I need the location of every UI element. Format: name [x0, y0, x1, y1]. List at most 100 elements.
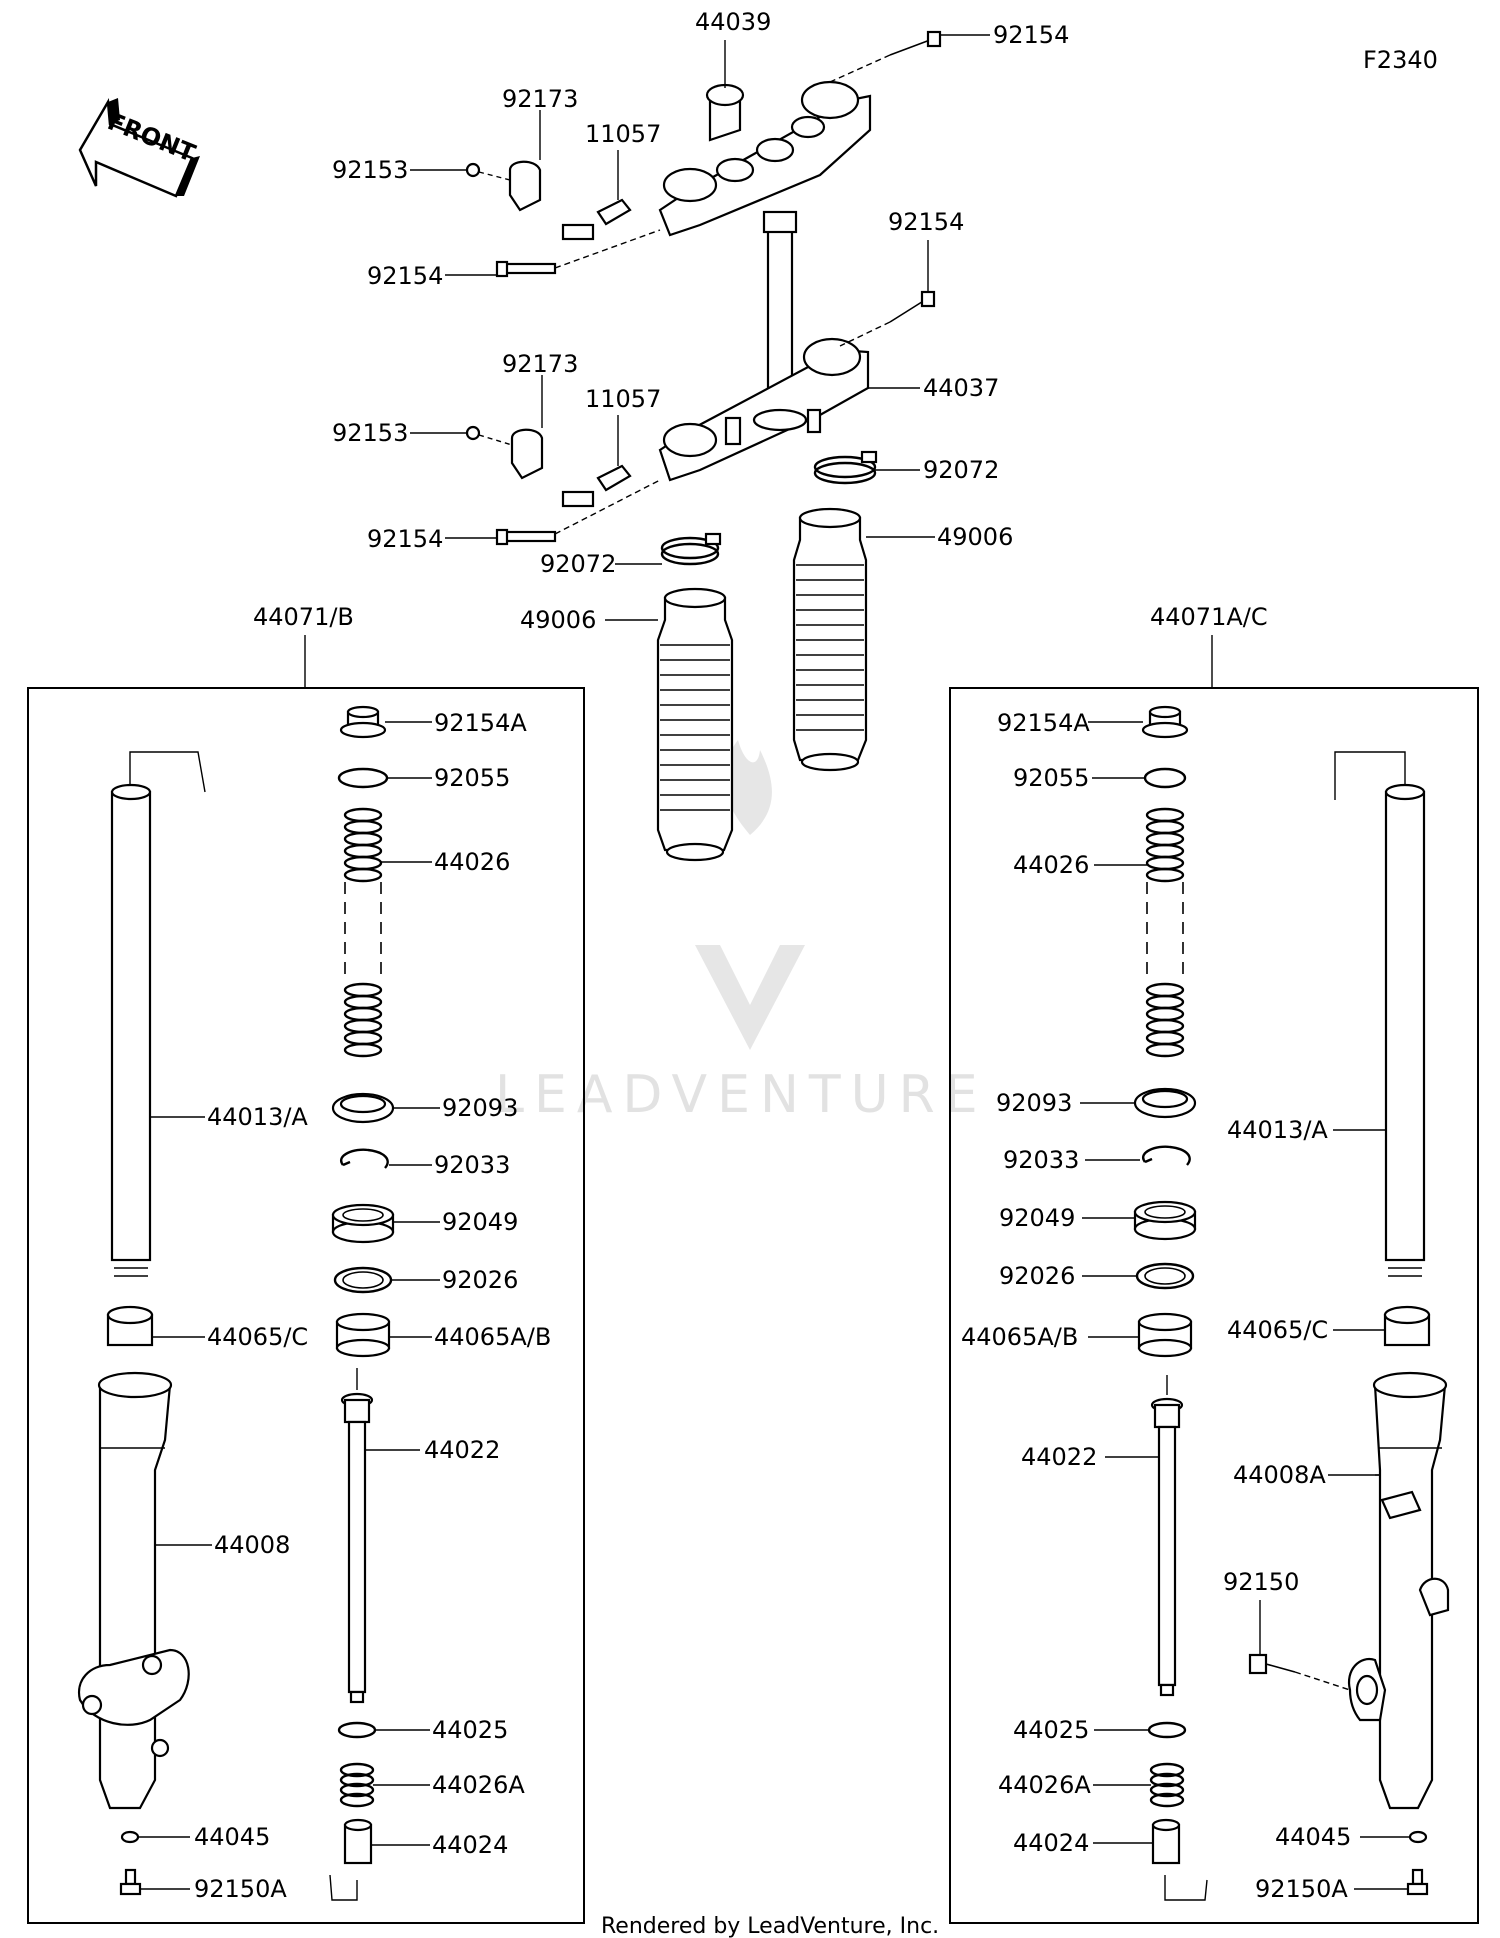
fork-boot-right: 49006 — [792, 507, 1013, 772]
label-44026a-left: 44026A — [432, 1771, 525, 1799]
label-92154a-left: 92154A — [434, 709, 527, 737]
right-washer: 92026 — [999, 1262, 1195, 1290]
label-92026-right: 92026 — [999, 1262, 1075, 1290]
label-92033-right: 92033 — [1003, 1146, 1079, 1174]
label-49006-right: 49006 — [937, 523, 1013, 551]
label-92173-upper: 92173 — [502, 85, 578, 113]
band-right: 92072 — [813, 450, 999, 485]
left-rebound-spring: 44026A — [339, 1762, 525, 1808]
left-outer-tube: 44008 — [77, 1371, 290, 1810]
right-bushing-ab: 44065A/B — [961, 1312, 1193, 1358]
label-92033-left: 92033 — [434, 1151, 510, 1179]
left-bushing-ab: 44065A/B — [335, 1312, 551, 1358]
right-o-ring: 92055 — [1013, 764, 1187, 792]
label-44065c-right: 44065/C — [1227, 1316, 1328, 1344]
left-piston-ring: 44025 — [337, 1716, 508, 1744]
label-44065ab-right: 44065A/B — [961, 1323, 1078, 1351]
label-92093-left: 92093 — [442, 1094, 518, 1122]
label-92072-right: 92072 — [923, 456, 999, 484]
label-44025-right: 44025 — [1013, 1716, 1089, 1744]
left-oil-seal: 92049 — [331, 1203, 518, 1244]
right-rebound-spring: 44026A — [998, 1762, 1185, 1808]
label-44024-left: 44024 — [432, 1831, 508, 1859]
label-49006-left: 49006 — [520, 606, 596, 634]
lower-clamp-group: 92173 11057 92153 92154 — [332, 350, 661, 553]
label-44022-right: 44022 — [1021, 1443, 1097, 1471]
label-44026-left: 44026 — [434, 848, 510, 876]
right-assembly-title: 44071A/C — [1150, 603, 1268, 631]
label-92173-lower: 92173 — [502, 350, 578, 378]
left-stop-ring: 92033 — [340, 1148, 510, 1179]
left-bushing-c: 44065/C — [106, 1305, 308, 1351]
right-inner-tube: 44013/A — [1227, 751, 1426, 1277]
right-bushing-c: 44065/C — [1227, 1305, 1431, 1347]
label-44013a-left: 44013/A — [207, 1103, 308, 1131]
right-cylinder: 44022 — [1021, 1375, 1184, 1697]
right-gasket: 44045 — [1275, 1823, 1428, 1851]
steering-stem: 44037 — [658, 210, 999, 482]
right-spring: 44026 — [1013, 807, 1185, 1058]
label-92055-right: 92055 — [1013, 764, 1089, 792]
label-44045-left: 44045 — [194, 1823, 270, 1851]
right-outer-tube: 44008A — [1233, 1371, 1450, 1810]
front-arrow-icon: FRONT — [78, 97, 200, 198]
right-piston-ring: 44025 — [1013, 1716, 1187, 1744]
left-spring: 44026 — [343, 807, 510, 1058]
right-oil-seal: 92049 — [999, 1200, 1197, 1241]
right-stop-ring: 92033 — [1003, 1145, 1191, 1174]
label-92153-upper: 92153 — [332, 156, 408, 184]
label-44026a-right: 44026A — [998, 1771, 1091, 1799]
footer-credit: Rendered by LeadVenture, Inc. — [601, 1914, 939, 1938]
label-92026-left: 92026 — [442, 1266, 518, 1294]
label-44065c-left: 44065/C — [207, 1323, 308, 1351]
label-44037: 44037 — [923, 374, 999, 402]
label-11057-upper: 11057 — [585, 120, 661, 148]
label-44025-left: 44025 — [432, 1716, 508, 1744]
label-92154a-right: 92154A — [997, 709, 1090, 737]
left-fork-assembly: 44071/B 44013/A 44065/C — [27, 603, 585, 1924]
label-44045-right: 44045 — [1275, 1823, 1351, 1851]
watermark-logo: LEADVENTURE — [495, 740, 988, 1125]
label-92072-left: 92072 — [540, 550, 616, 578]
label-92154-lower-left: 92154 — [367, 525, 443, 553]
label-44065ab-left: 44065A/B — [434, 1323, 551, 1351]
label-92154-top-right: 92154 — [993, 21, 1069, 49]
upper-right-bolt: 92154 — [829, 21, 1069, 83]
right-caliper-bolt: 92150 — [1223, 1568, 1351, 1691]
label-92150: 92150 — [1223, 1568, 1299, 1596]
label-92153-lower: 92153 — [332, 419, 408, 447]
label-44026-right: 44026 — [1013, 851, 1089, 879]
left-oil-lock: 44024 — [329, 1818, 508, 1901]
label-92154-upper-left: 92154 — [367, 262, 443, 290]
right-fork-assembly: 44071A/C 92154A 92055 44 — [949, 603, 1479, 1924]
stem-bolt: 92154 — [839, 208, 964, 347]
label-92055-left: 92055 — [434, 764, 510, 792]
upper-clamp-group: 92173 11057 92153 92154 — [332, 85, 661, 290]
band-left: 92072 — [540, 532, 722, 578]
left-washer: 92026 — [333, 1266, 518, 1294]
left-assembly-title: 44071/B — [253, 603, 354, 631]
label-44008: 44008 — [214, 1531, 290, 1559]
right-cap-bolt: 92154A — [997, 705, 1189, 739]
right-dust-seal: 92093 — [996, 1087, 1197, 1119]
right-oil-lock: 44024 — [1013, 1818, 1208, 1901]
label-44008a: 44008A — [1233, 1461, 1326, 1489]
label-92093-right: 92093 — [996, 1089, 1072, 1117]
left-o-ring: 92055 — [337, 764, 510, 792]
label-92150a-left: 92150A — [194, 1875, 287, 1903]
label-92150a-right: 92150A — [1255, 1875, 1348, 1903]
label-44039: 44039 — [695, 8, 771, 36]
label-11057-lower: 11057 — [585, 385, 661, 413]
label-44022-left: 44022 — [424, 1436, 500, 1464]
right-drain-bolt: 92150A — [1255, 1868, 1429, 1903]
left-cap-bolt: 92154A — [339, 705, 527, 739]
right-assembly-frame — [949, 687, 1479, 1924]
diagram-code: F2340 — [1363, 46, 1438, 74]
label-92154-stem: 92154 — [888, 208, 964, 236]
fork-boot-left: 49006 — [520, 587, 734, 862]
watermark-text: LEADVENTURE — [495, 1065, 988, 1125]
left-inner-tube: 44013/A — [110, 751, 308, 1277]
left-dust-seal: 92093 — [331, 1092, 518, 1124]
left-assembly-frame — [27, 687, 585, 1924]
